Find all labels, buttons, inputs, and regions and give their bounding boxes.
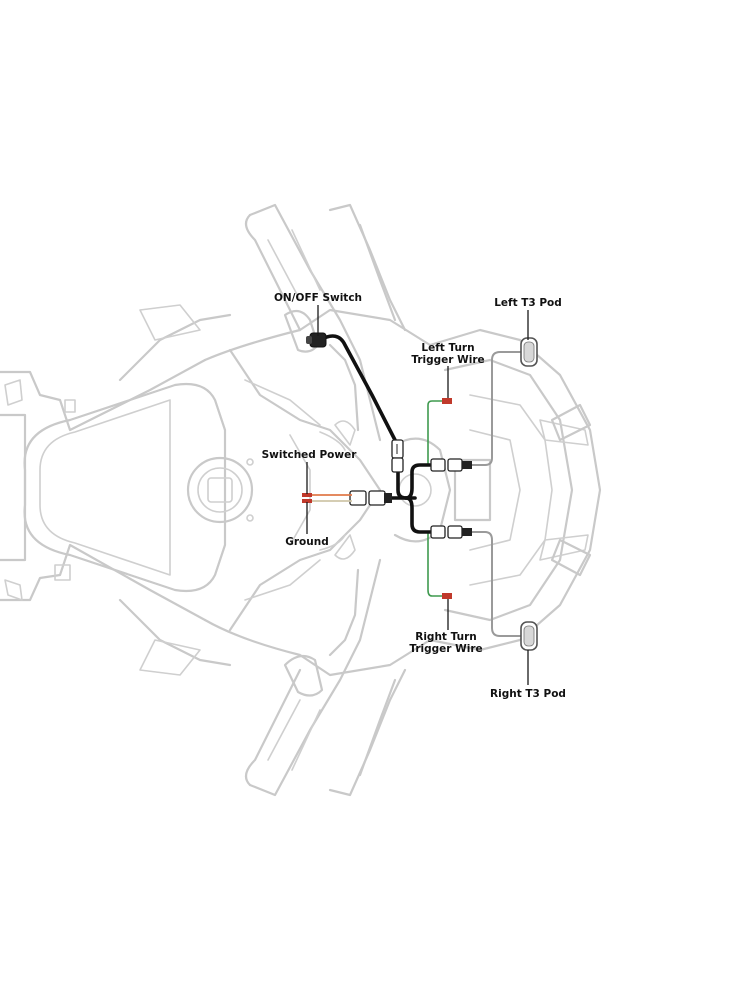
right-trigger-terminal xyxy=(442,593,452,599)
switch-connector xyxy=(391,439,404,473)
label-left-turn-line1: Left Turn xyxy=(421,342,474,354)
label-ground: Ground xyxy=(285,536,328,548)
right-pod-connector xyxy=(430,525,472,539)
power-connector xyxy=(349,490,392,506)
label-on-off-switch: ON/OFF Switch xyxy=(274,292,362,304)
leader-lines xyxy=(306,305,529,685)
pod-wires xyxy=(472,351,522,637)
motorcycle-outline xyxy=(0,203,602,797)
left-trigger-terminal xyxy=(442,398,452,404)
label-left-turn-line2: Trigger Wire xyxy=(411,354,484,366)
left-t3-pod xyxy=(520,337,538,367)
label-right-turn-line1: Right Turn xyxy=(415,631,477,643)
label-left-t3-pod: Left T3 Pod xyxy=(494,297,562,309)
label-right-t3-pod: Right T3 Pod xyxy=(490,688,566,700)
left-pod-connector xyxy=(430,458,472,472)
right-t3-pod xyxy=(520,621,538,651)
power-ground-wires xyxy=(302,493,352,503)
on-off-switch xyxy=(306,332,327,348)
label-right-turn-line2: Trigger Wire xyxy=(409,643,482,655)
label-switched-power: Switched Power xyxy=(262,449,358,461)
callout-labels: ON/OFF Switch Left T3 Pod Left Turn Trig… xyxy=(262,292,566,700)
trigger-wires xyxy=(427,400,443,597)
